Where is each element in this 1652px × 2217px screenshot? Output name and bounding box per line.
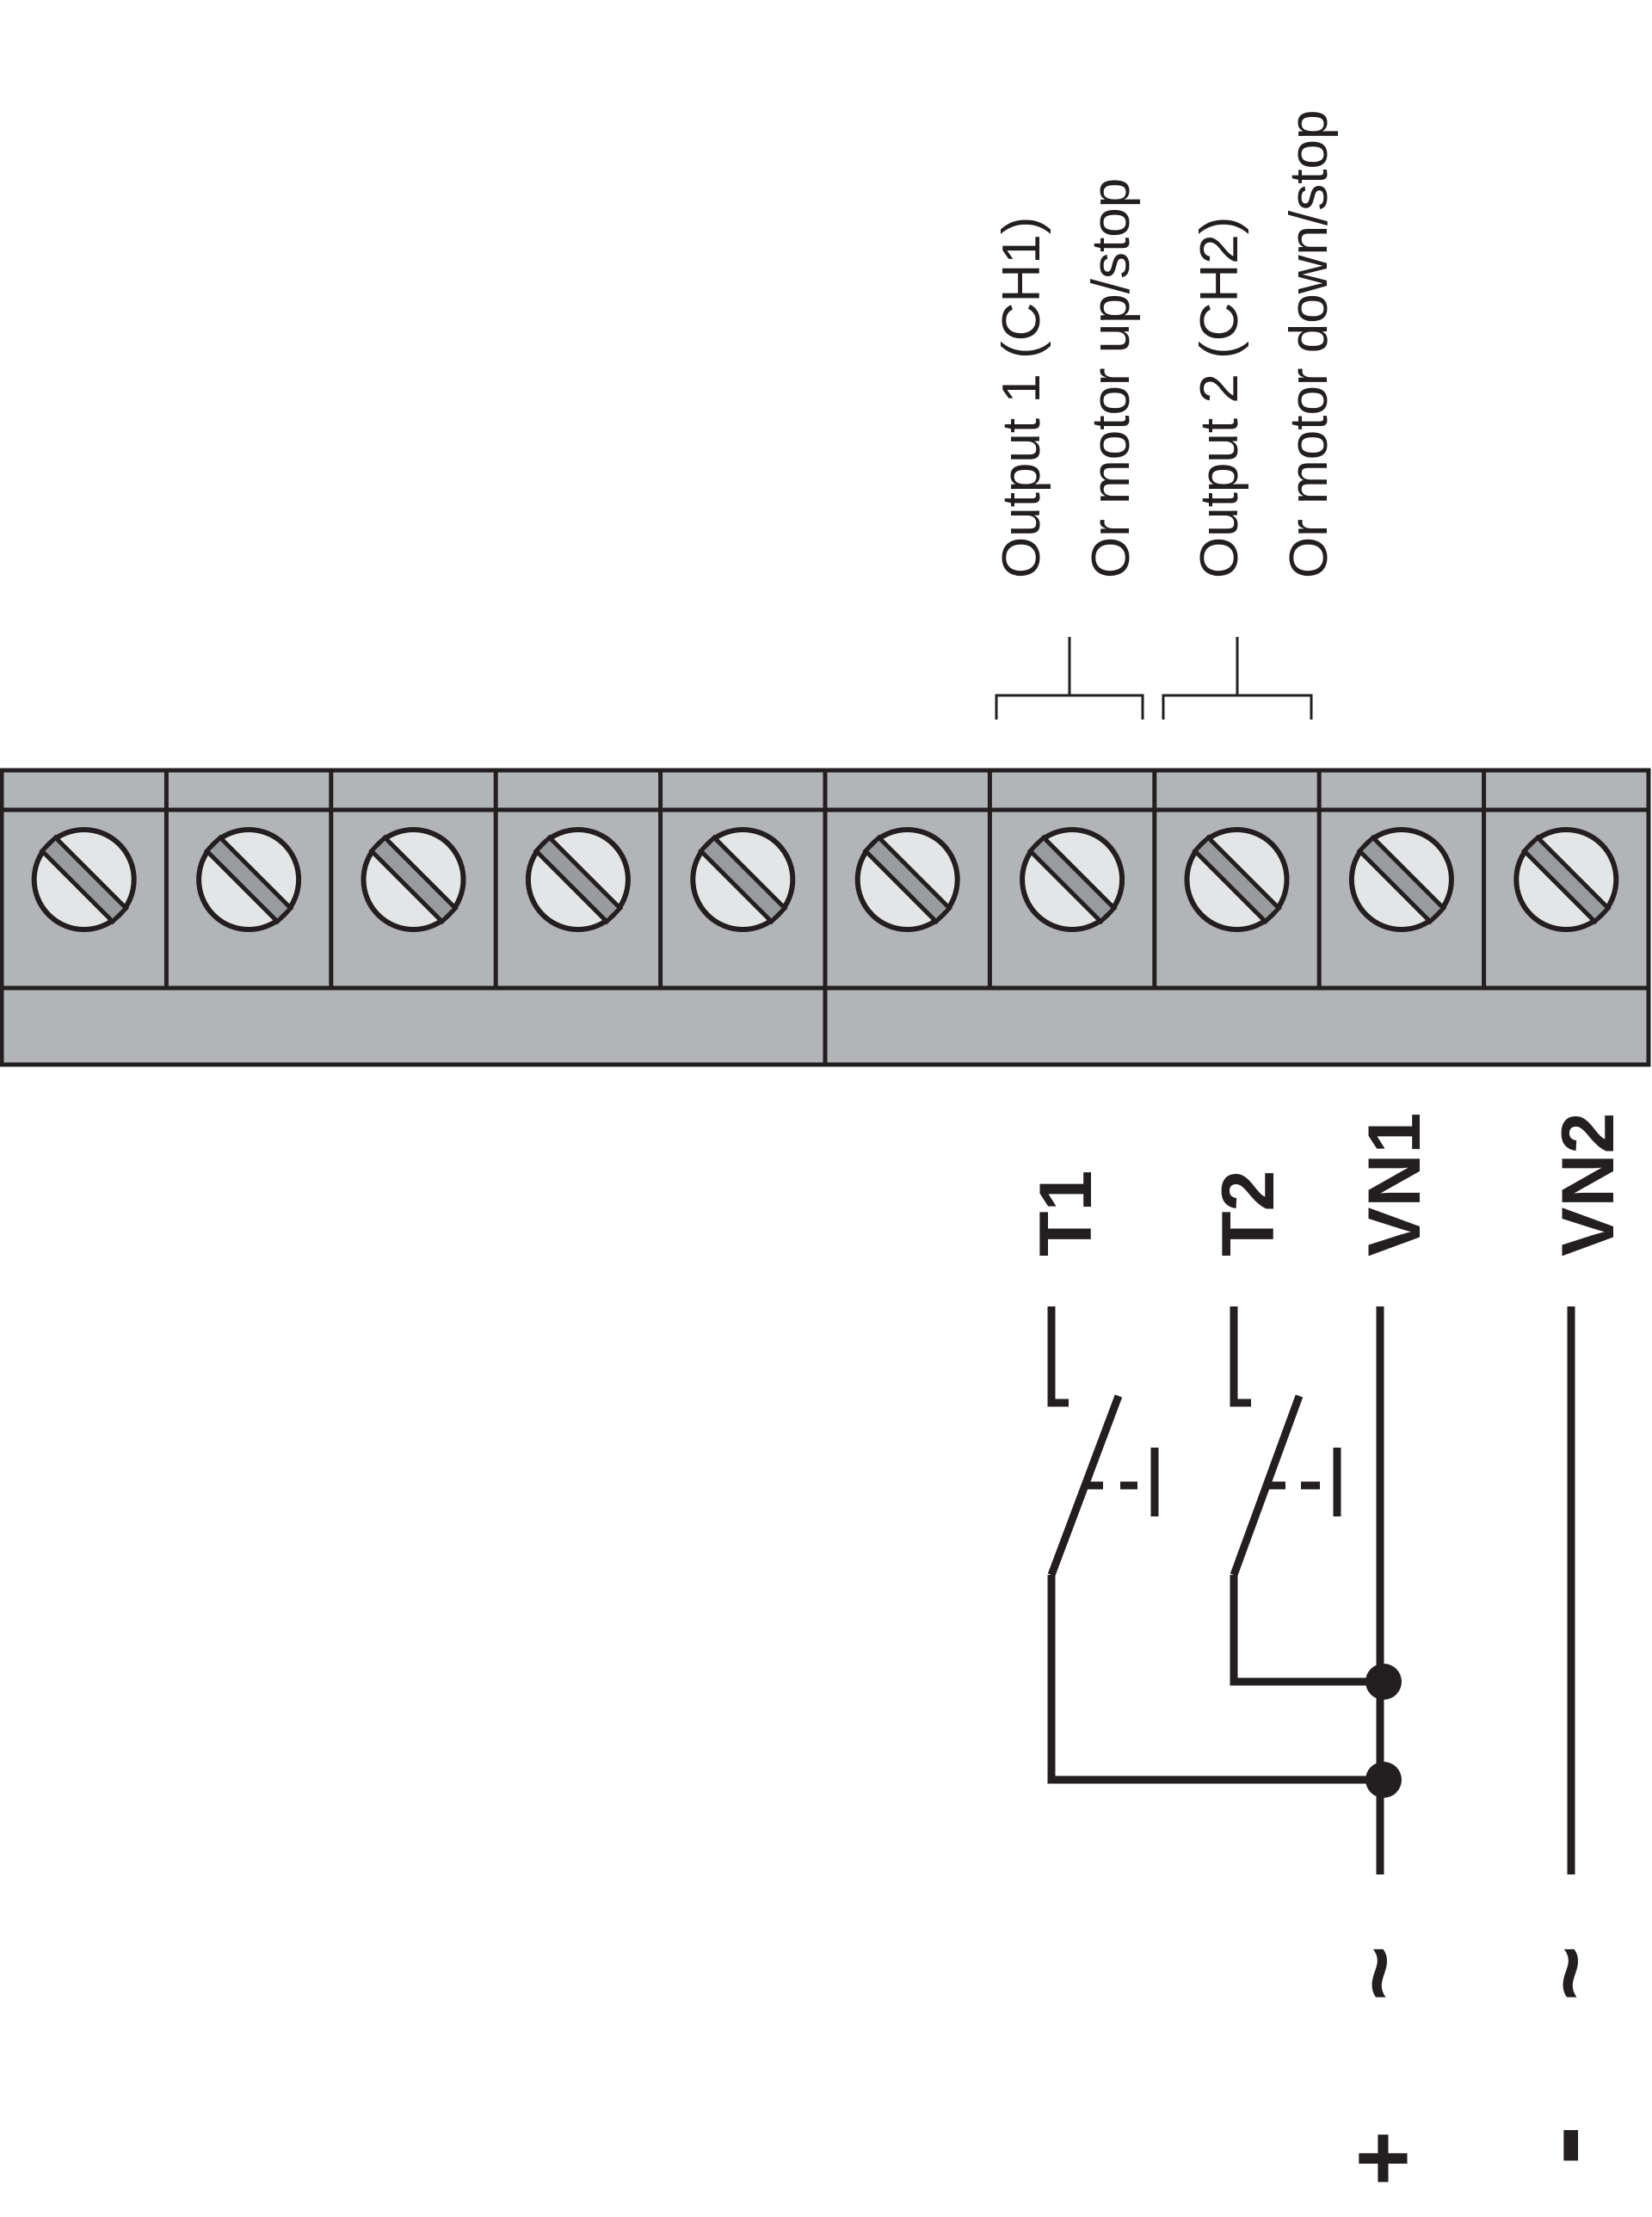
terminal-screw bbox=[854, 827, 960, 932]
terminal-screw bbox=[525, 827, 631, 932]
output-2-label: Output 2 (CH2) bbox=[1190, 217, 1249, 578]
terminal-label-vn2: VN2 bbox=[1547, 1113, 1630, 1257]
terminal-label-vn1: VN1 bbox=[1353, 1113, 1436, 1257]
plus-symbol: + bbox=[1329, 2131, 1435, 2186]
switch-t1 bbox=[1047, 1306, 1069, 1407]
terminal-screw bbox=[196, 827, 302, 932]
output-2-sublabel: Or motor down/stop bbox=[1279, 110, 1339, 578]
terminal-screw bbox=[361, 827, 466, 932]
switch-t2 bbox=[1230, 1306, 1251, 1407]
output-2-bracket bbox=[1162, 694, 1313, 719]
terminal-screw bbox=[690, 827, 796, 932]
terminal-screw bbox=[1348, 827, 1454, 932]
output-brackets bbox=[995, 637, 1313, 719]
ac-symbol-minus: ~ bbox=[1517, 1946, 1623, 2001]
terminal-screw bbox=[1513, 827, 1619, 932]
terminal-label-t2: T2 bbox=[1207, 1170, 1290, 1257]
junction-dot-2 bbox=[1365, 1762, 1402, 1798]
terminal-screw bbox=[31, 827, 137, 932]
output-1-label: Output 1 (CH1) bbox=[992, 217, 1051, 578]
terminal-screw bbox=[1020, 827, 1125, 932]
minus-symbol: - bbox=[1493, 2125, 1628, 2165]
terminal-screw bbox=[1184, 827, 1290, 932]
terminal-screws bbox=[31, 827, 1619, 932]
ac-symbol-plus: ~ bbox=[1326, 1946, 1432, 2001]
output-1-bracket bbox=[995, 694, 1144, 719]
junction-dot-1 bbox=[1365, 1664, 1402, 1700]
output-1-sublabel: Or motor up/stop bbox=[1082, 178, 1141, 578]
terminal-label-t1: T1 bbox=[1025, 1170, 1107, 1257]
wiring bbox=[1047, 1306, 1575, 1874]
